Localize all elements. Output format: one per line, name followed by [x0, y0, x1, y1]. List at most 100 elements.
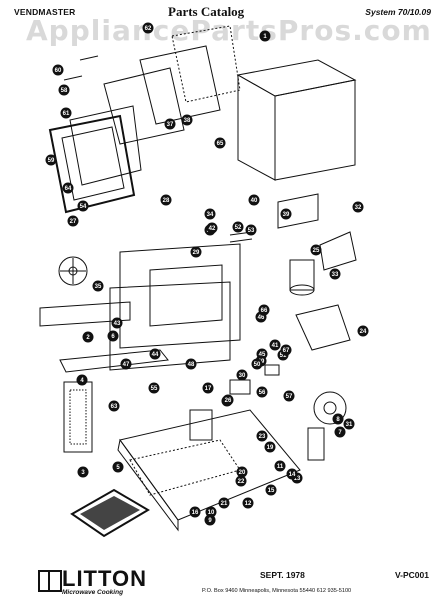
- svg-text:31: 31: [346, 422, 353, 428]
- svg-text:44: 44: [152, 352, 159, 358]
- callout-64: 64: [62, 182, 74, 194]
- callout-34: 34: [204, 208, 216, 220]
- svg-text:28: 28: [163, 198, 170, 204]
- callout-37: 37: [164, 118, 176, 130]
- svg-text:66: 66: [261, 308, 268, 314]
- callout-58: 58: [58, 84, 70, 96]
- callout-25: 25: [310, 244, 322, 256]
- callout-47: 47: [120, 358, 132, 370]
- svg-text:21: 21: [221, 501, 228, 507]
- catalog-title: Parts Catalog: [168, 4, 245, 19]
- callout-42: 42: [206, 222, 218, 234]
- callout-53: 53: [245, 224, 257, 236]
- svg-text:29: 29: [193, 250, 200, 256]
- callout-35: 35: [92, 280, 104, 292]
- door-assembly: [48, 25, 241, 214]
- svg-text:8: 8: [336, 417, 340, 423]
- catalog-code: V-PC001: [394, 570, 429, 580]
- svg-text:65: 65: [217, 141, 224, 147]
- callout-33: 33: [329, 268, 341, 280]
- callout-8: 8: [332, 413, 344, 425]
- callout-54: 54: [77, 200, 89, 212]
- callout-52: 52: [232, 221, 244, 233]
- svg-text:34: 34: [207, 212, 214, 218]
- svg-text:51: 51: [280, 353, 287, 359]
- svg-text:10: 10: [208, 510, 215, 516]
- callout-16: 16: [189, 506, 201, 518]
- svg-text:57: 57: [286, 394, 293, 400]
- callout-41: 41: [269, 339, 281, 351]
- callout-21: 21: [218, 497, 230, 509]
- callout-23: 23: [256, 430, 268, 442]
- callout-63: 63: [108, 400, 120, 412]
- svg-text:53: 53: [248, 228, 255, 234]
- cooling-blower: [295, 304, 351, 425]
- svg-text:30: 30: [239, 373, 246, 379]
- magnetron: [289, 259, 315, 296]
- svg-text:16: 16: [192, 510, 199, 516]
- svg-text:24: 24: [360, 329, 367, 335]
- svg-text:43: 43: [114, 321, 121, 327]
- callout-67: 67: [280, 344, 292, 356]
- callout-62: 62: [142, 22, 154, 34]
- svg-text:12: 12: [245, 501, 252, 507]
- svg-text:26: 26: [225, 398, 232, 404]
- exploded-parts-diagram: [39, 25, 357, 538]
- outer-cabinet: [236, 59, 357, 181]
- svg-text:2: 2: [86, 335, 90, 341]
- svg-text:48: 48: [188, 362, 195, 368]
- callout-60: 60: [52, 64, 64, 76]
- callout-50: 50: [251, 358, 263, 370]
- svg-text:3: 3: [81, 470, 85, 476]
- svg-text:17: 17: [205, 386, 212, 392]
- callout-22: 22: [235, 475, 247, 487]
- callout-9: 9: [204, 514, 216, 526]
- callout-55: 55: [148, 382, 160, 394]
- callout-7: 7: [334, 426, 346, 438]
- callout-5: 5: [112, 461, 124, 473]
- callout-32: 32: [352, 201, 364, 213]
- svg-text:61: 61: [63, 111, 70, 117]
- callout-56: 56: [256, 386, 268, 398]
- callout-6: 6: [107, 330, 119, 342]
- svg-text:52: 52: [235, 225, 242, 231]
- svg-text:9: 9: [208, 518, 212, 524]
- callout-66: 66: [258, 304, 270, 316]
- catalog-header: VENDMASTER Parts Catalog System 70/10.09: [0, 4, 443, 22]
- svg-text:64: 64: [65, 186, 72, 192]
- svg-text:20: 20: [239, 470, 246, 476]
- svg-text:7: 7: [338, 430, 342, 436]
- svg-text:60: 60: [55, 68, 62, 74]
- stirrer-fan: [58, 256, 88, 286]
- callout-59: 59: [45, 154, 57, 166]
- product-name: VENDMASTER: [14, 7, 76, 17]
- catalog-footer: LITTON Microwave Cooking SEPT. 1978 V-PC…: [0, 560, 443, 600]
- catalog-date: SEPT. 1978: [260, 570, 305, 580]
- svg-text:33: 33: [332, 272, 339, 278]
- svg-text:55: 55: [151, 386, 158, 392]
- svg-text:5: 5: [116, 465, 120, 471]
- svg-text:58: 58: [61, 88, 68, 94]
- svg-text:47: 47: [123, 362, 130, 368]
- brand-subtitle: Microwave Cooking: [62, 589, 124, 596]
- callout-43: 43: [111, 317, 123, 329]
- blower-bracket: [229, 193, 357, 271]
- callout-65: 65: [214, 137, 226, 149]
- svg-text:11: 11: [277, 464, 284, 470]
- svg-text:40: 40: [251, 198, 258, 204]
- callout-1: 1: [259, 30, 271, 42]
- svg-text:39: 39: [283, 212, 290, 218]
- callout-57: 57: [283, 390, 295, 402]
- svg-text:32: 32: [355, 205, 362, 211]
- callout-39: 39: [280, 208, 292, 220]
- svg-text:1: 1: [263, 34, 267, 40]
- callout-44: 44: [149, 348, 161, 360]
- part-callouts: 1234567891011121314151617181920212223242…: [45, 22, 369, 526]
- callout-29: 29: [190, 246, 202, 258]
- callout-2: 2: [82, 331, 94, 343]
- svg-text:35: 35: [95, 284, 102, 290]
- svg-text:41: 41: [272, 343, 279, 349]
- callout-3: 3: [77, 466, 89, 478]
- watermark: AppliancePartsPros.com: [26, 14, 432, 47]
- callout-19: 19: [264, 441, 276, 453]
